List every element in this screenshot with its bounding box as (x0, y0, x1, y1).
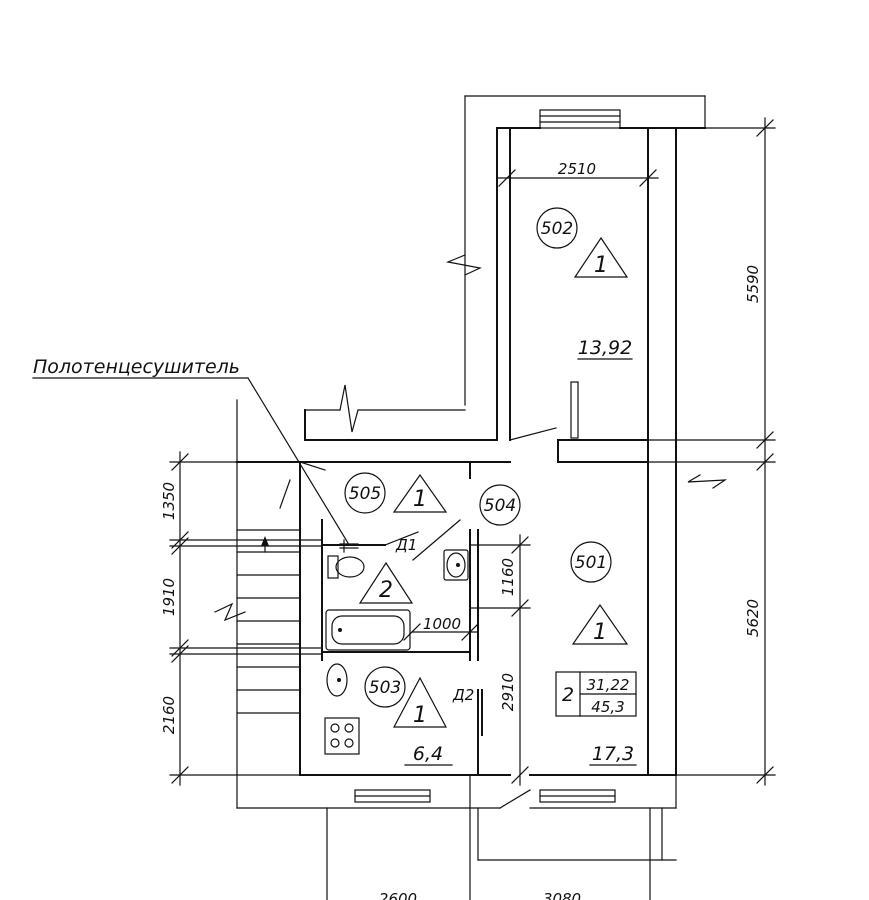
door-label-d1: Д1 (395, 536, 417, 554)
stove (324, 717, 360, 755)
room-number-505: 505 (349, 484, 381, 504)
dim-inner-v: 2910 (499, 673, 517, 711)
area-502: 13,92 (578, 337, 632, 359)
room-type-505: 1 (413, 487, 427, 512)
area-underlines (404, 358, 637, 766)
dim-left-1: 1350 (160, 482, 178, 520)
towel-dryer-symbol (339, 539, 359, 553)
room-number-501: 501 (575, 553, 607, 573)
dim-bottom-1: 2600 (379, 890, 417, 900)
room-type-501: 1 (593, 620, 607, 645)
bathtub (325, 609, 411, 651)
toilet (327, 555, 365, 579)
apartment-living-area: 31,22 (587, 676, 630, 694)
sink-504 (443, 549, 469, 581)
dim-right-upper: 5590 (744, 265, 762, 303)
area-503: 6,4 (413, 743, 443, 765)
dim-left-2: 1910 (160, 578, 178, 616)
room-number-504: 504 (484, 496, 516, 516)
walls-room-502 (464, 95, 706, 776)
room-type-triangles (358, 236, 629, 728)
apartment-rooms: 2 (562, 684, 574, 706)
stair (214, 529, 301, 714)
area-501: 17,3 (592, 743, 634, 765)
dim-inner-w: 1000 (423, 615, 461, 633)
room-number-503: 503 (369, 678, 401, 698)
towel-dryer-leader (32, 377, 349, 544)
inner-partitions (279, 461, 479, 776)
room-number-502: 502 (541, 219, 573, 239)
apartment-box (555, 671, 637, 717)
dim-left (169, 451, 323, 786)
door-label-d2: Д2 (452, 686, 474, 704)
break-line-upper (445, 254, 482, 276)
dim-inner-h: 1160 (499, 558, 517, 596)
room-type-bath: 2 (379, 578, 393, 603)
dim-inner (403, 169, 659, 786)
dim-left-3: 2160 (160, 696, 178, 734)
partition-502-501 (236, 381, 649, 463)
dim-right-lower: 5620 (744, 599, 762, 637)
window-top (539, 109, 621, 129)
room-circles (344, 207, 612, 708)
sink-503 (326, 663, 348, 697)
room-type-502: 1 (594, 253, 608, 278)
dim-bottom-2: 3080 (543, 890, 581, 900)
dim-top-width: 2510 (558, 160, 596, 178)
apartment-total-area: 45,3 (591, 698, 624, 716)
walls-bottom (236, 774, 677, 900)
room-type-503: 1 (413, 703, 427, 728)
towel-dryer-label: Полотенцесушитель (33, 356, 240, 378)
walls-left-upper (236, 384, 498, 809)
dim-right (647, 117, 776, 786)
